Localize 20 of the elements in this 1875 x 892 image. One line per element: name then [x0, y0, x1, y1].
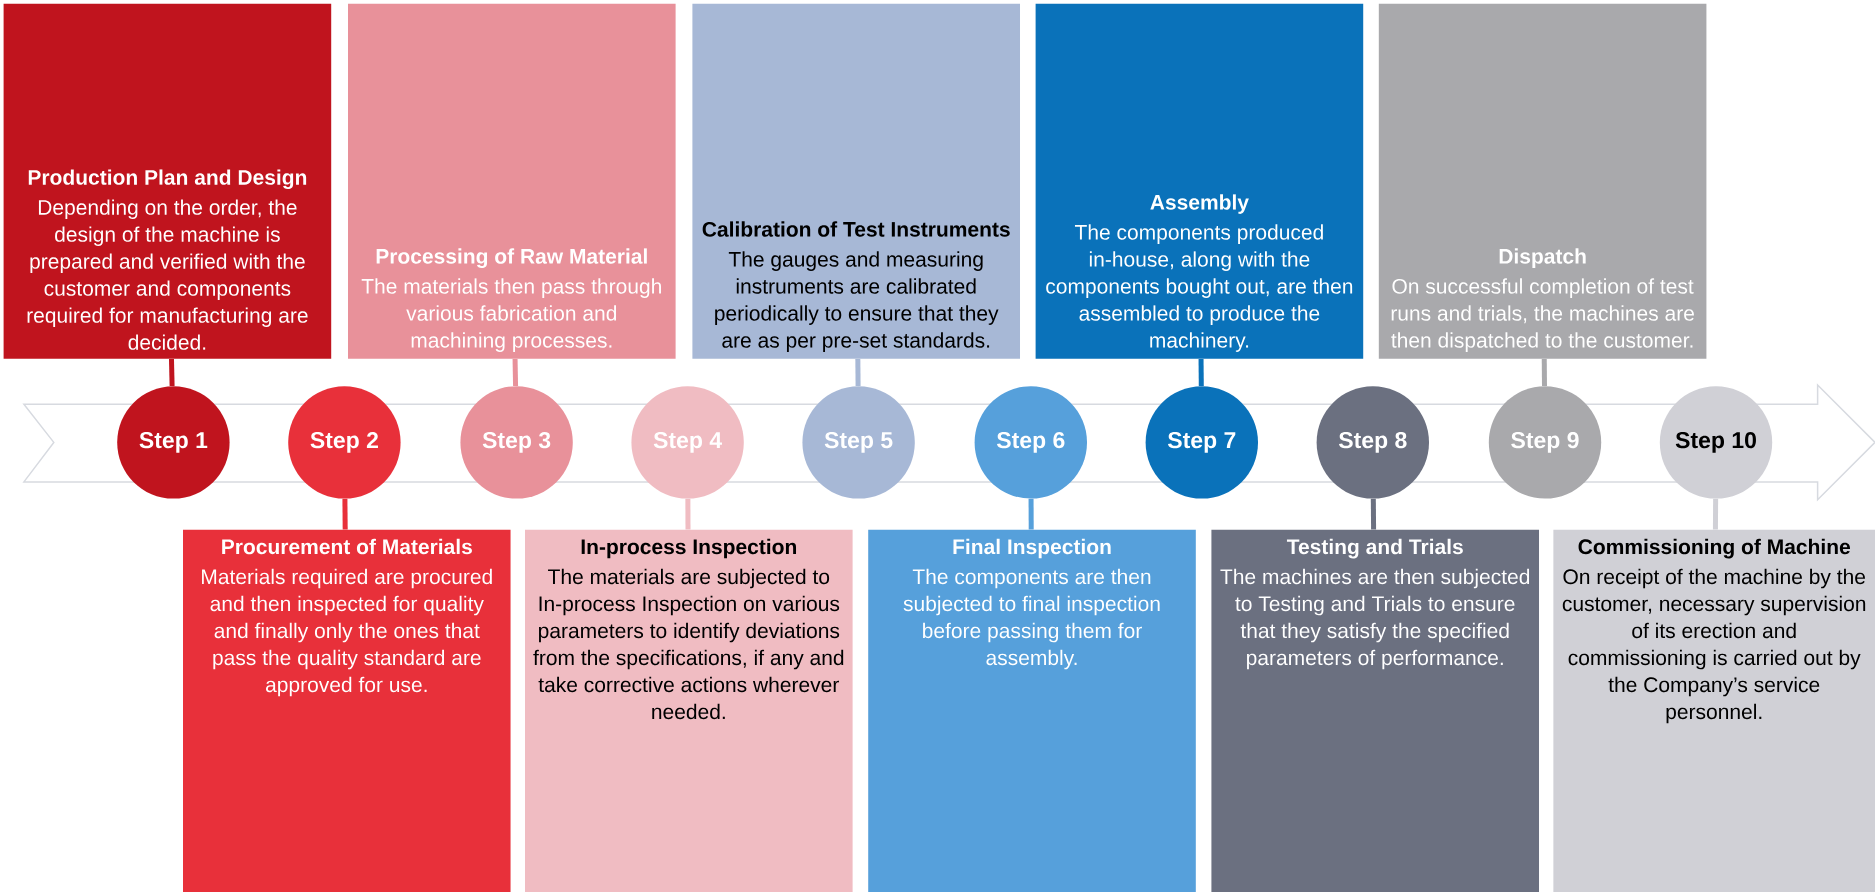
step-box: Procurement of Materials Materials required are procured and then inspected for quality and finally only the ones that pass the quality standard are approved for use.	[183, 529, 511, 892]
connector-line	[1370, 498, 1377, 530]
step-box: Commissioning of Machine On receipt of the machine by the customer, necessary supervision of its erection and commissioning is carried out by the Company’s service personnel.	[1553, 529, 1875, 892]
connector-line	[342, 498, 348, 530]
connector-line	[1712, 498, 1719, 530]
connector-line	[1028, 498, 1034, 530]
step-box: Final Inspection The components are then subjected to final inspection before passing them for assembly.	[868, 529, 1196, 892]
step-box: Calibration of Test Instruments The gauges and measuring instruments are calibrated periodically to ensure that they are as per pre-set standards.	[692, 3, 1020, 359]
step-box: In-process Inspection The materials are subjected to In-process Inspection on various parameters to identify deviations from the specifications, if any and take corrective actions wherever needed.	[525, 529, 853, 892]
connector-line	[855, 358, 861, 387]
connector-line	[1541, 358, 1547, 387]
connector-line	[1198, 358, 1204, 386]
connector-line	[512, 358, 519, 387]
step-box: Assembly The components produced in-house, along with the components bought out, are then assembled to produce the machinery.	[1035, 3, 1364, 359]
connector-line	[168, 358, 175, 387]
step-box: Dispatch On successful completion of test runs and trials, the machines are then dispatched to the customer.	[1378, 3, 1707, 359]
connector-line	[685, 498, 691, 530]
step-box: Processing of Raw Material The materials then pass through various fabrication and machining processes.	[348, 3, 676, 359]
step-box: Testing and Trials The machines are then subjected to Testing and Trials to ensure that they satisfy the specified parameters of performance.	[1211, 529, 1539, 892]
step-box: Production Plan and Design Depending on the order, the design of the machine is prepared and verified with the customer and components required for manufacturing are decided.	[3, 3, 332, 359]
